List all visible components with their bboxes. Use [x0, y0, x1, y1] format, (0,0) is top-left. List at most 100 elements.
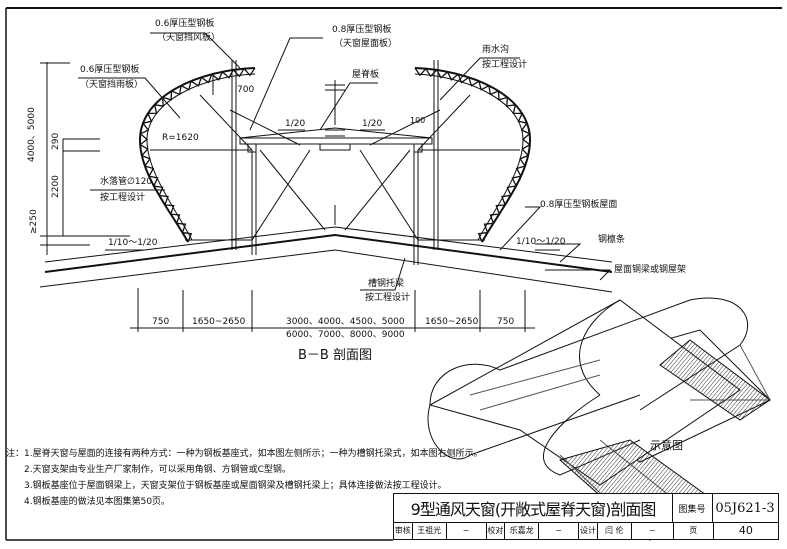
slope-left-top: 1/20: [285, 119, 306, 129]
corrugation-tooth: [154, 97, 164, 107]
corrugation-tooth: [139, 144, 149, 156]
corrugation-tooth: [190, 77, 202, 87]
corrugation-tooth: [139, 133, 149, 146]
corrugation-tooth: [468, 77, 480, 87]
corrugation-tooth: [446, 71, 459, 81]
sketch-title: 示意图: [650, 439, 683, 452]
slope-right-top: 1/20: [362, 119, 383, 129]
corrugation-tooth: [495, 204, 506, 215]
corrugation-tooth: [159, 194, 169, 206]
skylight-roof-panel: [239, 127, 433, 153]
dim-750-left: 750: [152, 317, 170, 327]
corrugation-tooth: [497, 90, 508, 101]
corrugation-tooth: [457, 74, 470, 84]
corrugation-tooth: [243, 67, 256, 77]
corrugation-tooth: [142, 113, 153, 124]
drawing-title: 9型通风天窗(开敞式屋脊天窗)剖面图: [394, 494, 673, 522]
corrugation-tooth: [511, 175, 522, 187]
roof-deck-label: 0.8厚压型钢板屋面: [540, 200, 618, 210]
slope-right-roof: 1/10～1/20: [516, 237, 566, 247]
note-3: 3.钢板基座位于屋面钢梁上，天窗支架位于钢板基座或屋面钢梁及槽钢托梁上；具体连接…: [24, 481, 447, 491]
page-label: 页: [674, 522, 714, 539]
dim-100: 100: [410, 116, 426, 125]
corrugation-tooth: [147, 104, 158, 115]
corrugation-tooth: [153, 185, 164, 196]
vdim-250: ≥250: [29, 209, 39, 234]
vdim-290: 290: [51, 132, 61, 150]
downpipe-sublabel: 按工程设计: [100, 193, 146, 203]
corrugation-tooth: [180, 80, 192, 91]
checker-signature: ~: [539, 522, 580, 539]
left-lobe-outer: [138, 67, 256, 243]
corrugation-tooth: [414, 67, 427, 77]
corrugation-tooth: [200, 74, 213, 84]
corrugation-tooth: [148, 175, 159, 187]
channel-label: 槽钢托梁: [368, 279, 405, 289]
designer-signature: ~: [632, 522, 674, 539]
roof-plate-sublabel: （天窗屋面板）: [334, 39, 398, 49]
vdim-2200: 2200: [51, 175, 61, 198]
rain-plate-sublabel: （天窗挡雨板）: [80, 80, 144, 90]
perspective-sketch: [427, 297, 771, 541]
corrugation-tooth: [171, 85, 182, 96]
note-4: 4.钢板基座的做法见本图集第50页。: [24, 497, 171, 507]
gutter-label: 雨水沟: [482, 45, 510, 55]
corrugation-tooth: [515, 165, 526, 177]
corrugation-tooth: [170, 213, 181, 224]
gutter-sublabel: 按工程设计: [482, 60, 528, 70]
dim-side-left: 1650~2650: [192, 317, 246, 327]
rain-plate-label: 0.6厚压型钢板: [80, 65, 140, 75]
radius-label: R=1620: [162, 133, 199, 143]
corrugation-tooth: [164, 204, 175, 215]
corrugation-tooth: [436, 69, 448, 79]
corrugation-tooth: [162, 90, 173, 101]
note-1: 注：1.屋脊天窗与屋面的连接有两种方式：一种为钢板基座式，如本图左侧所示；一种为…: [6, 449, 483, 459]
corrugation-tooth: [519, 154, 529, 167]
corrugation-tooth: [182, 231, 193, 243]
review-label: 审核: [394, 522, 413, 539]
wind-plate-sublabel: （天窗挡风板）: [157, 33, 221, 43]
leader-lines: [78, 32, 612, 291]
atlas-label: 图集号: [672, 494, 713, 522]
page-number: 40: [738, 524, 753, 537]
ridge-plate-label: 屋脊板: [352, 70, 380, 80]
beam-label: 屋面钢梁或钢屋架: [614, 265, 687, 275]
corrugation-tooth: [477, 231, 488, 243]
corrugation-tooth: [140, 122, 150, 135]
truss-left: [150, 60, 326, 255]
corrugation-tooth: [478, 80, 490, 91]
right-lobe: [414, 67, 532, 243]
section-title: B－B 剖面图: [298, 348, 372, 363]
corrugation-tooth: [176, 222, 187, 233]
atlas-number: 05J621-3: [715, 500, 775, 516]
corrugation-tooth: [520, 122, 530, 135]
design-label: 设计: [579, 522, 598, 539]
dim-700: 700: [237, 85, 255, 95]
wind-plate-label: 0.6厚压型钢板: [155, 19, 215, 29]
corrugation-tooth: [506, 97, 516, 107]
channel-sublabel: 按工程设计: [365, 293, 411, 303]
corrugation-tooth: [489, 213, 500, 224]
corrugation-tooth: [483, 222, 494, 233]
vertical-dimensions: [40, 62, 214, 255]
check-label: 校对: [487, 522, 506, 539]
slope-left-roof: 1/10～1/20: [108, 238, 158, 248]
dimension-line: [130, 288, 535, 332]
dim-center-1: 3000、4000、4500、5000: [286, 317, 405, 327]
corrugation-tooth: [144, 165, 155, 177]
reviewer-name: 王祖光: [413, 522, 447, 539]
corrugation-tooth: [141, 154, 151, 167]
corrugation-tooth: [222, 69, 234, 79]
purlin-label: 钢檩条: [598, 235, 626, 245]
corrugation-tooth: [488, 85, 499, 96]
dim-center-2: 6000、7000、8000、9000: [286, 330, 405, 340]
corrugation-tooth: [211, 71, 224, 81]
dim-750-right: 750: [497, 317, 515, 327]
corrugation-tooth: [521, 144, 531, 156]
corrugation-tooth: [506, 185, 517, 196]
designer-name: 闫 伦: [598, 522, 632, 539]
corrugation-tooth: [232, 68, 245, 78]
corrugation-teeth: [139, 67, 531, 243]
